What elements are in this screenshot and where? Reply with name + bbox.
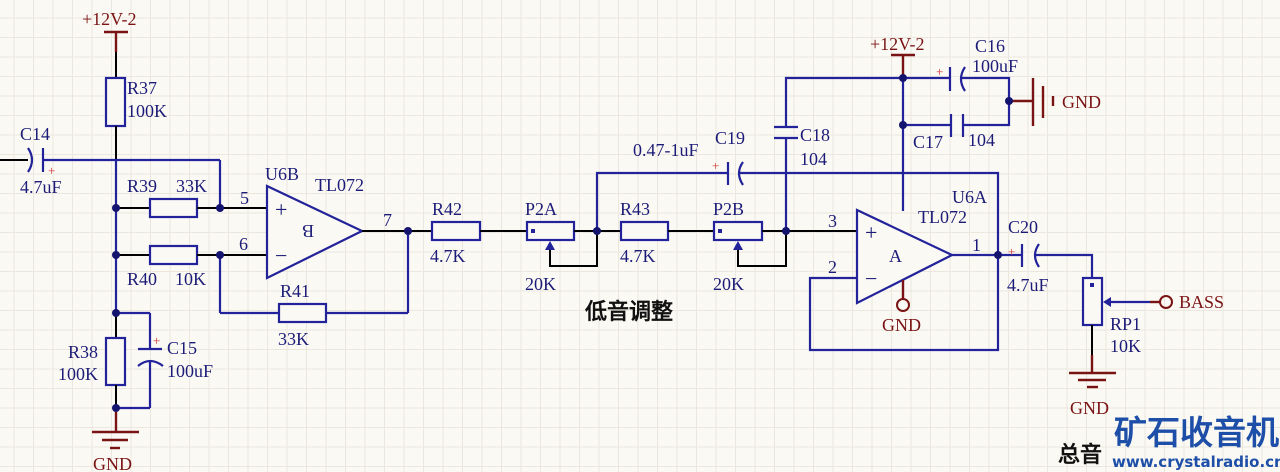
capacitor-c14 [27, 147, 45, 173]
gnd-left-label: GND [93, 454, 132, 472]
u6b-plus: + [275, 197, 287, 222]
ground-bottom-symbol [1069, 371, 1116, 389]
u6b-unit: B [302, 221, 314, 241]
capacitor-c20 [1020, 243, 1040, 268]
u6b-minus: − [275, 243, 287, 268]
p2a-value: 20K [525, 274, 556, 294]
vcc-left-symbol [104, 30, 128, 52]
c18-label: C18 [800, 125, 830, 145]
p2b-label: P2B [713, 199, 744, 219]
resistor-r40 [148, 244, 199, 266]
r37-label: R37 [127, 78, 157, 98]
r42-value: 4.7K [430, 246, 466, 266]
opamp-u6a [855, 208, 955, 305]
c17-value: 104 [968, 130, 995, 150]
c17-label: C17 [913, 132, 943, 152]
resistor-r37 [104, 76, 127, 128]
c16-label: C16 [975, 36, 1005, 56]
pin-5: 5 [240, 188, 249, 208]
vcc-right-label: +12V-2 [870, 34, 925, 54]
pin-1: 1 [972, 235, 981, 255]
c16-polarity: + [936, 64, 943, 79]
r41-label: R41 [280, 281, 310, 301]
u6a-label: U6A [952, 187, 987, 207]
r42-label: R42 [432, 199, 462, 219]
pin-6: 6 [239, 234, 248, 254]
u6a-unit: A [889, 246, 902, 266]
bass-terminal [1159, 295, 1173, 309]
c18-value: 104 [800, 149, 827, 169]
resistor-r41 [277, 302, 328, 324]
c14-value: 4.7uF [20, 177, 62, 197]
c19-value: 0.47-1uF [633, 140, 699, 160]
r43-label: R43 [620, 199, 650, 219]
c14-label: C14 [20, 124, 50, 144]
pin-2: 2 [828, 257, 837, 277]
pin-7: 7 [383, 210, 392, 230]
p2a-label: P2A [525, 199, 557, 219]
junction-dots [112, 74, 1013, 412]
r38-label: R38 [68, 342, 98, 362]
c15-polarity: + [153, 333, 160, 348]
capacitor-c17 [949, 114, 965, 137]
watermark-partial: 总音 [1058, 442, 1102, 468]
c15-label: C15 [167, 338, 197, 358]
bass-label: BASS [1179, 292, 1224, 312]
u6a-minus: − [865, 266, 877, 291]
c16-value: 100uF [972, 56, 1018, 76]
resistor-r39 [148, 197, 199, 219]
capacitor-c19 [726, 161, 744, 186]
c15-value: 100uF [167, 361, 213, 381]
resistor-r42 [430, 220, 482, 242]
pin-3: 3 [828, 211, 837, 231]
gnd-top-label: GND [1062, 92, 1101, 112]
gnd-pin-label: GND [882, 315, 921, 335]
ground-top-symbol [1009, 78, 1055, 126]
section-title: 低音调整 [584, 299, 673, 325]
u6b-type: TL072 [315, 175, 364, 195]
c20-polarity: + [1008, 244, 1015, 259]
ground-left-symbol [92, 430, 139, 450]
r39-label: R39 [127, 176, 157, 196]
c19-polarity: + [712, 158, 719, 173]
capacitor-c16 [948, 66, 966, 92]
capacitor-c18 [774, 125, 798, 140]
c20-label: C20 [1008, 217, 1038, 237]
rp1-value: 10K [1110, 336, 1141, 356]
r41-value: 33K [278, 329, 309, 349]
resistor-r43 [619, 220, 670, 242]
r40-value: 10K [175, 269, 206, 289]
opamp-u6b [265, 184, 365, 280]
watermark-logo: 矿石收音机 [1114, 413, 1279, 452]
r40-label: R40 [127, 269, 157, 289]
p2b-value: 20K [713, 274, 744, 294]
watermark-url: www.crystalradio.cn [1112, 453, 1280, 471]
c14-polarity: + [48, 163, 55, 178]
r43-value: 4.7K [620, 246, 656, 266]
vcc-left-label: +12V-2 [82, 9, 137, 29]
resistor-r38 [104, 336, 127, 387]
c20-value: 4.7uF [1007, 275, 1049, 295]
u6b-label: U6B [265, 164, 299, 184]
u6a-type: TL072 [918, 207, 967, 227]
r39-value: 33K [176, 176, 207, 196]
gnd-bottom-label: GND [1070, 398, 1109, 418]
r38-value: 100K [58, 364, 98, 384]
u6a-plus: + [865, 220, 877, 245]
c19-label: C19 [715, 128, 745, 148]
rp1-label: RP1 [1110, 314, 1141, 334]
r37-value: 100K [127, 101, 167, 121]
